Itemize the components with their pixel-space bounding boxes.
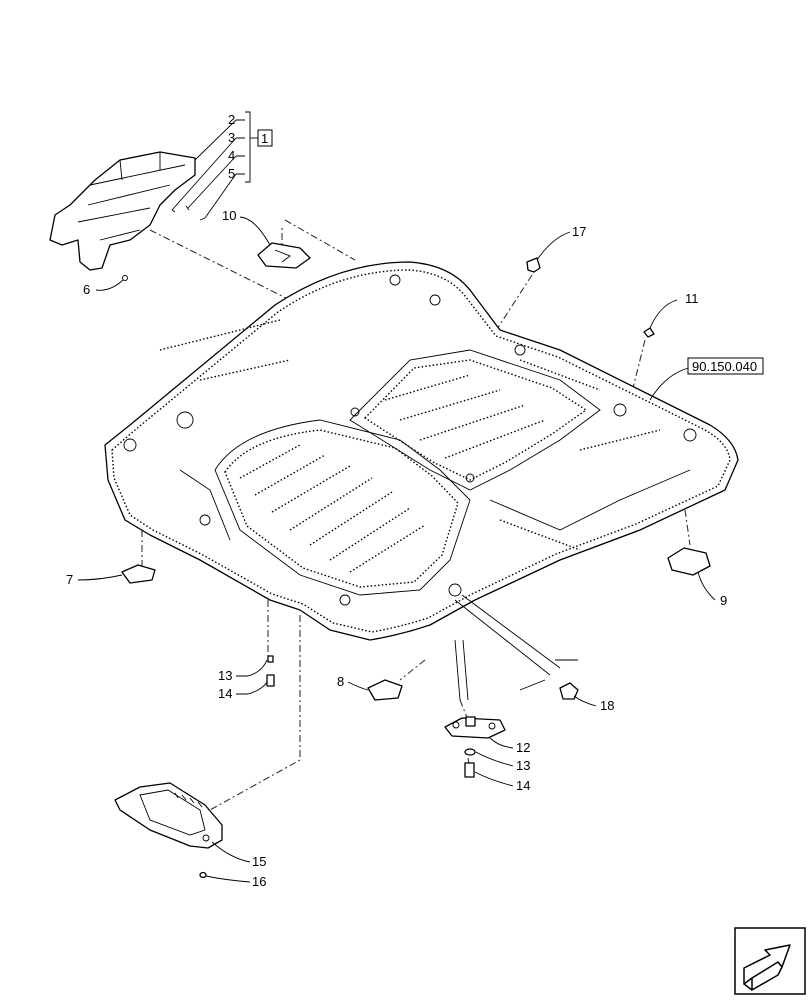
callout-10: 10 [222, 208, 236, 223]
callout-12: 12 [516, 740, 530, 755]
callout-6: 6 [83, 282, 90, 297]
callout-15: 15 [252, 854, 266, 869]
callout-7: 7 [66, 572, 73, 587]
clip-part-17 [526, 257, 541, 273]
callout-1-box [257, 129, 273, 147]
bracket-assembly-part [49, 151, 196, 271]
leader-lines [77, 111, 716, 883]
callout-16: 16 [252, 874, 266, 889]
nut-part-18 [559, 682, 579, 700]
reference-number: 90.150.040 [692, 359, 757, 374]
callout-4: 4 [228, 148, 235, 163]
callout-17: 17 [572, 224, 586, 239]
cab-roof-assembly [104, 261, 739, 641]
screw-part-16 [199, 871, 207, 879]
reference-box [687, 357, 764, 375]
callout-5: 5 [228, 166, 235, 181]
next-page-arrow-icon[interactable] [734, 927, 806, 995]
pad-part-8 [367, 679, 403, 701]
callout-11: 11 [685, 291, 699, 306]
callout-18: 18 [600, 698, 614, 713]
callout-8: 8 [337, 674, 344, 689]
tray-part-15 [114, 782, 223, 849]
pad-part-7 [121, 564, 156, 584]
callout-3: 3 [228, 130, 235, 145]
callout-14-left: 14 [218, 686, 232, 701]
fasteners-2-5 [122, 205, 206, 281]
clip-part-11 [643, 327, 655, 338]
callout-1: 1 [261, 131, 268, 146]
plate-part-12 [444, 716, 506, 778]
pad-part-10 [257, 242, 311, 269]
callout-2: 2 [228, 112, 235, 127]
bolt-set-left [266, 655, 275, 687]
callout-13-left: 13 [218, 668, 232, 683]
callout-9: 9 [720, 593, 727, 608]
pad-part-9 [667, 547, 711, 576]
callout-14-right: 14 [516, 778, 530, 793]
callout-labels: 2 3 4 5 1 6 10 17 11 90.150.040 7 9 8 13… [66, 112, 764, 889]
callout-13-right: 13 [516, 758, 530, 773]
long-rods [454, 594, 578, 701]
